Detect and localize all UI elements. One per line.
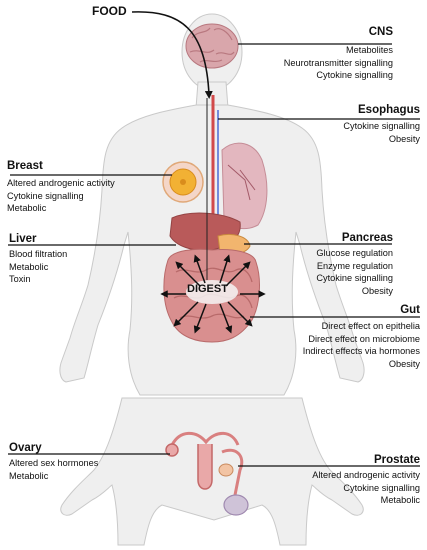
breast-item: Altered androgenic activity [7, 178, 115, 188]
cns-title: CNS [368, 26, 393, 38]
digest-label: DIGEST [187, 283, 228, 295]
pancreas-title: Pancreas [341, 232, 393, 244]
ovary-item: Altered sex hormones [9, 458, 99, 468]
cns-item: Neurotransmitter signalling [283, 57, 393, 68]
gut-title: Gut [400, 304, 420, 316]
esophagus-block: Esophagus Cytokine signalling Obesity [290, 103, 420, 145]
breast-title: Breast [7, 160, 43, 172]
pancreas-item: Cytokine signalling [316, 273, 393, 283]
pancreas-block: Pancreas Glucose regulation Enzyme regul… [260, 231, 393, 297]
prostate-title: Prostate [373, 454, 420, 466]
ovary-item: Metabolic [9, 470, 49, 481]
liver-item: Toxin [9, 274, 31, 284]
esophagus-item: Cytokine signalling [343, 121, 420, 131]
liver-item: Blood filtration [9, 249, 68, 259]
prostate-item: Cytokine signalling [343, 482, 420, 493]
pancreas-item: Glucose regulation [316, 248, 393, 258]
gut-item: Obesity [388, 358, 420, 369]
breast-block: Breast Altered androgenic activity Cytok… [7, 159, 167, 215]
liver-title: Liver [9, 233, 37, 245]
connector-lines [8, 43, 420, 467]
uterus-ovary [165, 431, 240, 490]
pancreas-item: Obesity [361, 285, 393, 296]
esophagus-title: Esophagus [358, 104, 420, 116]
cns-item: Metabolites [346, 45, 393, 55]
breast-gland [162, 161, 204, 203]
prostate-block: Prostate Altered androgenic activity Cyt… [270, 453, 420, 507]
pancreas-item: Enzyme regulation [316, 260, 393, 271]
cns-item: Cytokine signalling [316, 70, 393, 80]
prostate-item: Altered androgenic activity [312, 470, 420, 480]
gut-block: Gut Direct effect on epithelia Direct ef… [270, 303, 420, 370]
food-label: FOOD [92, 4, 127, 18]
liver-item: Metabolic [9, 261, 49, 272]
prostate-organ [218, 448, 249, 516]
breast-item: Metabolic [7, 203, 47, 213]
food-arrow [131, 11, 213, 99]
breast-item: Cytokine signalling [7, 190, 84, 201]
prostate-item: Metabolic [380, 495, 420, 505]
cns-block: CNS Metabolites Neurotransmitter signall… [250, 25, 393, 82]
esophagus-item: Obesity [388, 133, 420, 144]
liver-block: Liver Blood filtration Metabolic Toxin [9, 232, 149, 286]
gut-item: Indirect effects via hormones [302, 346, 420, 356]
gut-item: Direct effect on microbiome [308, 333, 420, 344]
ovary-title: Ovary [9, 442, 42, 454]
digest-arrows [160, 254, 266, 334]
ovary-block: Ovary Altered sex hormones Metabolic [9, 441, 159, 482]
gut-item: Direct effect on epithelia [321, 321, 420, 331]
brain [185, 23, 239, 69]
lung [221, 142, 268, 230]
